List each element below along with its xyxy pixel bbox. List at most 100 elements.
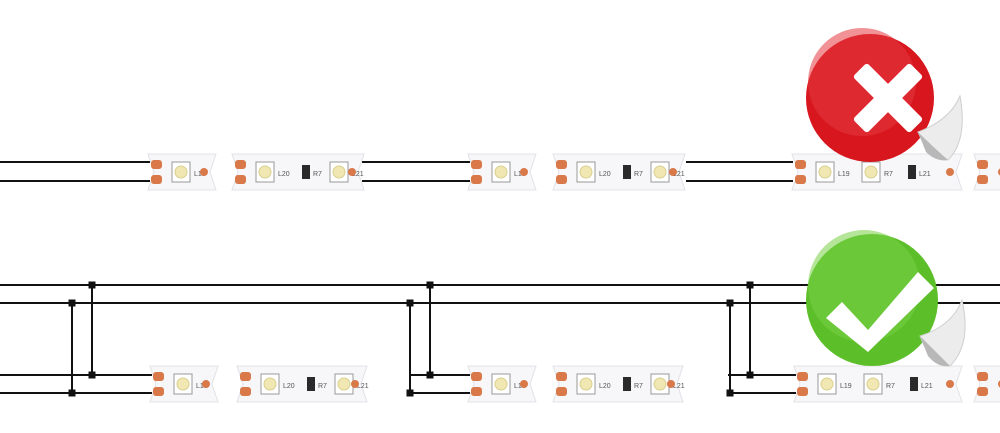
resistor bbox=[623, 377, 631, 391]
led-lens bbox=[820, 377, 834, 391]
copper-pad bbox=[797, 387, 808, 396]
copper-pad bbox=[202, 380, 210, 388]
copper-pad bbox=[946, 380, 954, 388]
component-label: L21 bbox=[352, 171, 364, 178]
led-strip-segment: L19 R7 L21 bbox=[791, 153, 963, 191]
led-strip-segment bbox=[973, 153, 1000, 191]
resistor bbox=[623, 165, 631, 179]
wire-junction bbox=[746, 281, 754, 289]
copper-pad bbox=[153, 372, 164, 381]
led-strip-segment: L20 R7 L21 bbox=[552, 153, 686, 191]
led-strip-segment: L19 bbox=[149, 365, 219, 403]
copper-pad bbox=[200, 168, 208, 176]
led-lens bbox=[494, 165, 508, 179]
wire-junction bbox=[406, 299, 414, 307]
component-label: L21 bbox=[673, 171, 685, 178]
led-strip-segment: L20 R7 L21 bbox=[552, 365, 685, 403]
copper-pad bbox=[471, 387, 482, 396]
led-lens bbox=[337, 377, 351, 391]
copper-pad bbox=[240, 372, 251, 381]
led-strip-segments: L19 L20 R7 L21 L19 L20 R7 L21 L19 R7 L21 bbox=[147, 153, 1000, 191]
component-label: L19 bbox=[194, 171, 206, 178]
copper-pad bbox=[977, 160, 988, 169]
copper-pad bbox=[795, 160, 806, 169]
component-label: L19 bbox=[514, 171, 526, 178]
led-lens bbox=[176, 377, 190, 391]
resistor bbox=[908, 165, 916, 179]
led-lens bbox=[818, 165, 832, 179]
copper-pad bbox=[351, 380, 359, 388]
wire-junction bbox=[726, 389, 734, 397]
component-label: L20 bbox=[599, 171, 611, 178]
component-label: L19 bbox=[840, 383, 852, 390]
component-label: L19 bbox=[196, 383, 208, 390]
component-label: L19 bbox=[514, 383, 526, 390]
component-label: R7 bbox=[884, 171, 893, 178]
copper-pad bbox=[153, 387, 164, 396]
led-strip-segment: L19 R7 L21 bbox=[793, 365, 963, 403]
check-mark-icon bbox=[826, 272, 934, 352]
copper-pad bbox=[946, 168, 954, 176]
wire-junction bbox=[746, 371, 754, 379]
copper-pad bbox=[977, 387, 988, 396]
led-lens bbox=[494, 377, 508, 391]
led-lens bbox=[258, 165, 272, 179]
copper-pad bbox=[977, 372, 988, 381]
component-label: L21 bbox=[673, 383, 685, 390]
copper-pad bbox=[556, 175, 567, 184]
wire-junction bbox=[68, 299, 76, 307]
led-lens bbox=[332, 165, 346, 179]
component-label: L21 bbox=[921, 383, 933, 390]
wire-junction bbox=[426, 281, 434, 289]
copper-pad bbox=[556, 372, 567, 381]
led-lens bbox=[653, 377, 667, 391]
wire-junction bbox=[68, 389, 76, 397]
right-badge bbox=[806, 230, 966, 367]
wire-junction bbox=[88, 371, 96, 379]
wrong-badge-curl-shadow bbox=[918, 132, 948, 161]
component-label: R7 bbox=[886, 383, 895, 390]
led-strip-segment: L20 R7 L21 bbox=[231, 153, 365, 191]
copper-pad bbox=[348, 168, 356, 176]
led-strip-segment: L19 bbox=[467, 153, 537, 191]
copper-pad bbox=[669, 168, 677, 176]
copper-pad bbox=[977, 175, 988, 184]
wire-junction bbox=[406, 389, 414, 397]
copper-pad bbox=[556, 160, 567, 169]
copper-pad bbox=[235, 175, 246, 184]
led-lens bbox=[579, 165, 593, 179]
led-strip-segment: L19 bbox=[467, 365, 537, 403]
led-strip-segment: L19 bbox=[147, 153, 217, 191]
component-label: R7 bbox=[318, 383, 327, 390]
wrong-series-wiring: L19 L20 R7 L21 L19 L20 R7 L21 L19 R7 L21 bbox=[0, 28, 1000, 191]
copper-pad bbox=[235, 160, 246, 169]
led-lens bbox=[579, 377, 593, 391]
led-lens bbox=[174, 165, 188, 179]
copper-pad bbox=[471, 372, 482, 381]
copper-pad bbox=[520, 380, 528, 388]
component-label: R7 bbox=[313, 171, 322, 178]
wire-junction bbox=[88, 281, 96, 289]
copper-pad bbox=[240, 387, 251, 396]
wrong-badge bbox=[806, 28, 963, 162]
component-label: L20 bbox=[599, 383, 611, 390]
series-wires bbox=[0, 161, 793, 182]
copper-pad bbox=[797, 372, 808, 381]
copper-pad bbox=[520, 168, 528, 176]
component-label: L20 bbox=[278, 171, 290, 178]
led-lens bbox=[866, 377, 880, 391]
component-label: R7 bbox=[634, 383, 643, 390]
right-badge-curl-shadow bbox=[920, 336, 950, 367]
resistor bbox=[302, 165, 310, 179]
copper-pad bbox=[556, 387, 567, 396]
component-label: L19 bbox=[838, 171, 850, 178]
component-label: L21 bbox=[919, 171, 931, 178]
component-label: R7 bbox=[634, 171, 643, 178]
right-badge-highlight bbox=[808, 230, 920, 342]
resistor bbox=[307, 377, 315, 391]
component-label: L21 bbox=[357, 383, 369, 390]
